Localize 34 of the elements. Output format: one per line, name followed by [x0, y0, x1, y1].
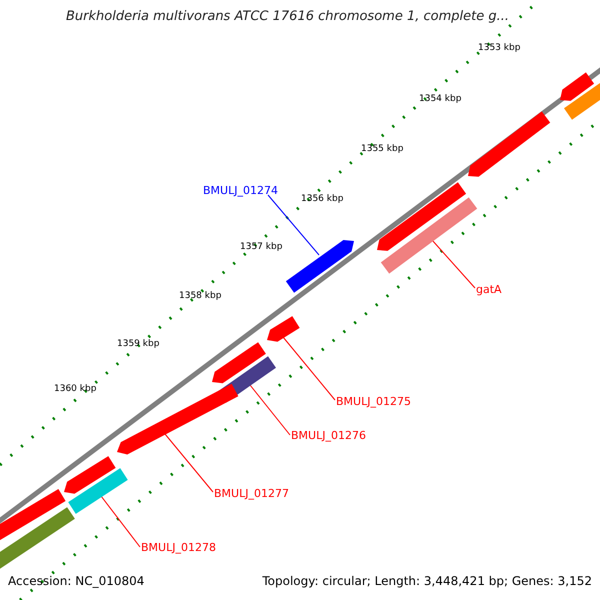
gene-feature — [267, 316, 300, 342]
gene-label: BMULJ_01278 — [141, 542, 216, 555]
tick-label: 1355 kbp — [361, 144, 404, 154]
leader-line — [432, 240, 476, 288]
gene-label: BMULJ_01276 — [291, 430, 366, 443]
tick-label: 1357 kbp — [240, 242, 282, 252]
footer-text: Accession: NC_010804 — [8, 575, 144, 589]
leader-line — [100, 496, 140, 548]
tick-label: 1360 kbp — [54, 384, 96, 394]
leader-line — [268, 194, 320, 256]
leader-line — [282, 336, 336, 400]
tick-label: 1354 kbp — [419, 94, 462, 104]
gene-label: BMULJ_01275 — [336, 396, 411, 409]
tick-label: 1358 kbp — [179, 291, 222, 302]
gene-feature — [68, 468, 128, 514]
gene-feature — [377, 182, 466, 251]
gene-feature — [286, 240, 354, 293]
gene-feature — [117, 384, 238, 454]
footer-text: Topology: circular; Length: 3,448,421 bp; Genes: 3,152 — [262, 575, 592, 589]
gene-feature — [560, 72, 594, 101]
tick-label: 1359 kbp — [117, 339, 160, 350]
gene-feature — [564, 82, 600, 120]
gene-feature — [212, 342, 266, 384]
gene-label: gatA — [476, 284, 502, 297]
gene-label: BMULJ_01274 — [203, 185, 278, 198]
tick-label: 1356 kbp — [301, 194, 344, 204]
title: Burkholderia multivorans ATCC 17616 chromosome 1, complete g... — [66, 10, 509, 25]
leader-line — [250, 384, 290, 436]
tick-label: 1353 kbp — [478, 43, 520, 54]
gene-feature — [64, 456, 116, 494]
leader-line — [164, 434, 214, 492]
gene-feature — [380, 197, 478, 274]
gene-label: BMULJ_01277 — [214, 488, 289, 501]
gene-feature — [468, 111, 550, 177]
